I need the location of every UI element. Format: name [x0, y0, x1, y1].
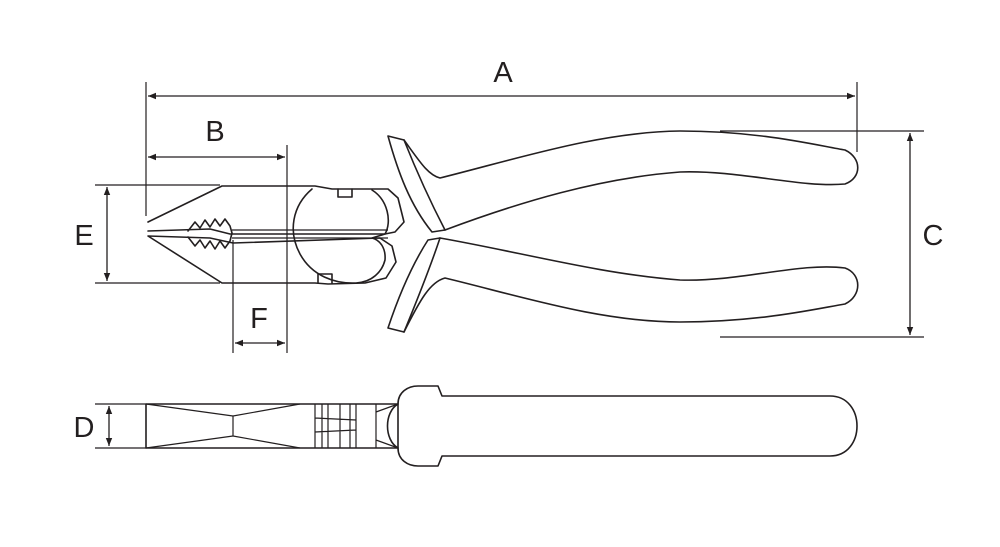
label-a: A	[493, 57, 513, 89]
label-e: E	[74, 220, 93, 252]
top-view-bevel-4	[232, 403, 301, 417]
dimension-labels: A B C D E F	[74, 57, 944, 444]
top-handle-grip-edge	[403, 139, 446, 231]
label-b: B	[205, 116, 224, 148]
top-view-bevel-1	[145, 403, 234, 417]
dimension-lines	[95, 82, 924, 449]
pivot-joint	[292, 188, 389, 284]
serrated-teeth	[187, 218, 233, 250]
top-view-bevel-5	[232, 435, 301, 449]
pivot-notch-bottom	[317, 273, 333, 284]
bottom-handle	[387, 237, 859, 333]
label-d: D	[74, 412, 95, 444]
top-handle	[387, 130, 859, 233]
label-c: C	[923, 220, 944, 252]
pivot-notch-top	[337, 188, 353, 198]
lower-jaw	[147, 235, 397, 285]
top-view-joint	[314, 403, 399, 449]
pliers-top-view	[145, 385, 858, 467]
pliers-side-view	[147, 130, 859, 333]
top-view-head	[145, 403, 399, 449]
label-f: F	[250, 303, 268, 335]
top-view-handle-bulge	[386, 403, 399, 449]
upper-jaw	[147, 185, 405, 235]
top-view-handle	[397, 385, 858, 467]
bottom-handle-grip-edge	[403, 237, 441, 333]
top-view-bevel-2	[145, 435, 234, 449]
